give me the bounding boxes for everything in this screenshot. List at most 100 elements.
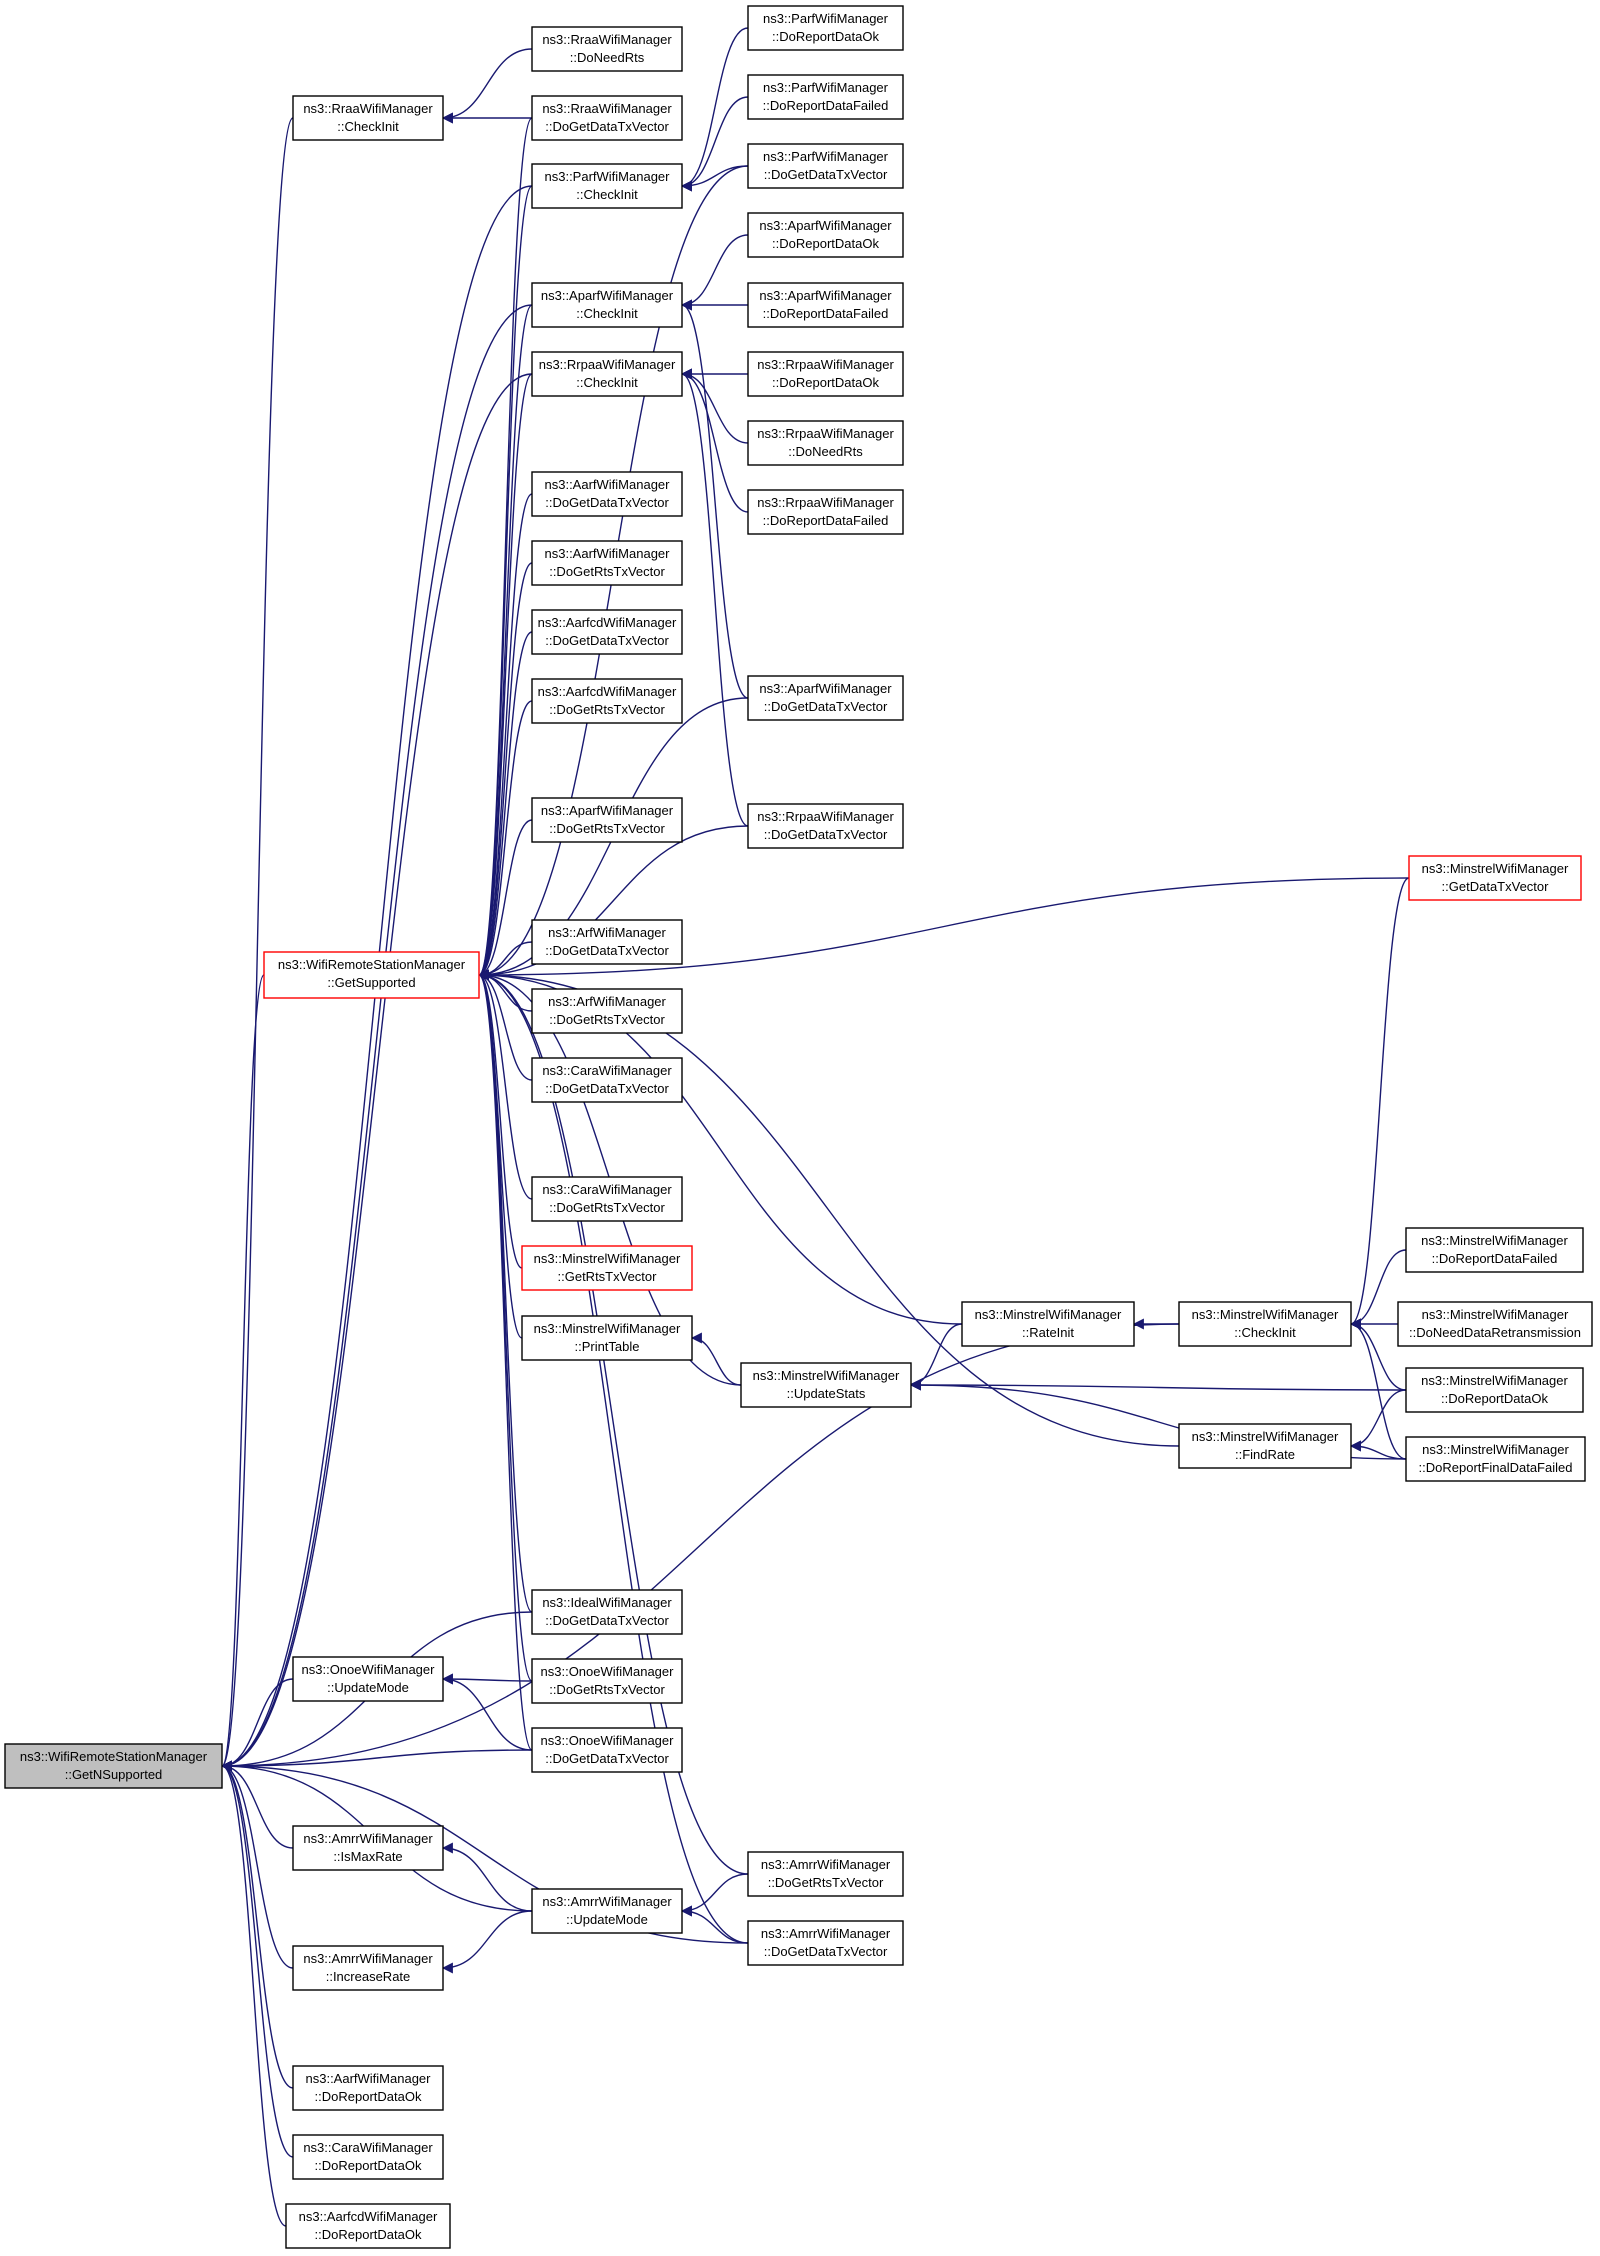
node-aarf-getrts[interactable]: ns3::AarfWifiManager::DoGetRtsTxVector xyxy=(531,540,683,586)
node-parf-getdata[interactable]: ns3::ParfWifiManager::DoGetDataTxVector xyxy=(747,143,904,189)
node-cara-ok[interactable]: ns3::CaraWifiManager::DoReportDataOk xyxy=(292,2134,444,2180)
node-aparf-getrts[interactable]: ns3::AparfWifiManager::DoGetRtsTxVector xyxy=(531,797,683,843)
node-label-1: ns3::AarfcdWifiManager xyxy=(538,684,677,699)
node-box xyxy=(292,1945,444,1991)
edge-amrr-getdata-to-amrr-update xyxy=(680,1905,749,1944)
node-label-2: ::DoNeedDataRetransmission xyxy=(1409,1325,1581,1340)
node-label-2: ::DoGetRtsTxVector xyxy=(549,702,665,717)
node-label-2: ::DoReportDataFailed xyxy=(763,98,889,113)
node-aarfcd-ok[interactable]: ns3::AarfcdWifiManager::DoReportDataOk xyxy=(285,2203,451,2249)
node-box xyxy=(292,1825,444,1871)
node-onoe-getrts[interactable]: ns3::OnoeWifiManager::DoGetRtsTxVector xyxy=(531,1658,683,1704)
node-box xyxy=(531,919,683,965)
nodes: ns3::WifiRemoteStationManager::GetNSuppo… xyxy=(4,5,1593,2249)
node-minstrel-rateinit[interactable]: ns3::MinstrelWifiManager::RateInit xyxy=(961,1301,1135,1347)
node-label-2: ::PrintTable xyxy=(574,1339,639,1354)
node-amrr-increase[interactable]: ns3::AmrrWifiManager::IncreaseRate xyxy=(292,1945,444,1991)
node-rraa-needrts[interactable]: ns3::RraaWifiManager::DoNeedRts xyxy=(531,26,683,72)
edge-minstrel-ok-to-minstrel-findrate xyxy=(1349,1389,1407,1452)
node-root[interactable]: ns3::WifiRemoteStationManager::GetNSuppo… xyxy=(4,1743,223,1789)
node-minstrel-failed[interactable]: ns3::MinstrelWifiManager::DoReportDataFa… xyxy=(1405,1227,1584,1273)
node-label-2: ::DoReportDataOk xyxy=(315,2158,422,2173)
node-label-2: ::DoReportDataOk xyxy=(315,2089,422,2104)
node-minstrel-getrts[interactable]: ns3::MinstrelWifiManager::GetRtsTxVector xyxy=(521,1245,693,1291)
node-label-2: ::GetRtsTxVector xyxy=(558,1269,658,1284)
node-minstrel-getdata[interactable]: ns3::MinstrelWifiManager::GetDataTxVecto… xyxy=(1408,855,1582,901)
node-rrpaa-failed[interactable]: ns3::RrpaaWifiManager::DoReportDataFaile… xyxy=(747,489,904,535)
node-label-1: ns3::CaraWifiManager xyxy=(542,1182,672,1197)
node-parf-check[interactable]: ns3::ParfWifiManager::CheckInit xyxy=(531,163,683,209)
edge-aparf-check-to-root xyxy=(220,304,533,1772)
node-label-2: ::DoNeedRts xyxy=(788,444,863,459)
node-label-1: ns3::AarfWifiManager xyxy=(545,477,671,492)
node-box xyxy=(521,1315,693,1361)
node-rrpaa-check[interactable]: ns3::RrpaaWifiManager::CheckInit xyxy=(531,351,683,397)
edge-rraa-check-to-root xyxy=(220,117,294,1772)
node-label-2: ::DoReportDataOk xyxy=(772,29,879,44)
node-box xyxy=(531,678,683,724)
node-label-2: ::DoGetDataTxVector xyxy=(545,1081,669,1096)
node-minstrel-ok[interactable]: ns3::MinstrelWifiManager::DoReportDataOk xyxy=(1405,1367,1584,1413)
node-label-1: ns3::ParfWifiManager xyxy=(763,149,889,164)
node-label-2: ::DoReportDataOk xyxy=(315,2227,422,2242)
node-rrpaa-needrts[interactable]: ns3::RrpaaWifiManager::DoNeedRts xyxy=(747,420,904,466)
node-box xyxy=(531,988,683,1034)
node-box xyxy=(292,1656,444,1702)
node-rraa-getdata[interactable]: ns3::RraaWifiManager::DoGetDataTxVector xyxy=(531,95,683,141)
node-onoe-update[interactable]: ns3::OnoeWifiManager::UpdateMode xyxy=(292,1656,444,1702)
node-rrpaa-ok[interactable]: ns3::RrpaaWifiManager::DoReportDataOk xyxy=(747,351,904,397)
node-amrr-getdata[interactable]: ns3::AmrrWifiManager::DoGetDataTxVector xyxy=(747,1920,904,1966)
node-label-2: ::GetDataTxVector xyxy=(1442,879,1550,894)
node-aparf-getdata[interactable]: ns3::AparfWifiManager::DoGetDataTxVector xyxy=(747,675,904,721)
edge-onoe-getdata-to-onoe-update xyxy=(441,1673,533,1751)
node-minstrel-check[interactable]: ns3::MinstrelWifiManager::CheckInit xyxy=(1178,1301,1352,1347)
node-box xyxy=(531,26,683,72)
node-getsupported[interactable]: ns3::WifiRemoteStationManager::GetSuppor… xyxy=(263,951,480,999)
node-aparf-check[interactable]: ns3::AparfWifiManager::CheckInit xyxy=(531,282,683,328)
node-aarfcd-getrts[interactable]: ns3::AarfcdWifiManager::DoGetRtsTxVector xyxy=(531,678,683,724)
node-box xyxy=(1405,1367,1584,1413)
node-box xyxy=(531,609,683,655)
node-minstrel-finalfailed[interactable]: ns3::MinstrelWifiManager::DoReportFinalD… xyxy=(1405,1436,1586,1482)
node-arf-getrts[interactable]: ns3::ArfWifiManager::DoGetRtsTxVector xyxy=(531,988,683,1034)
node-label-2: ::RateInit xyxy=(1022,1325,1074,1340)
node-box xyxy=(263,951,480,999)
node-amrr-getrts[interactable]: ns3::AmrrWifiManager::DoGetRtsTxVector xyxy=(747,1851,904,1897)
node-box xyxy=(747,282,904,328)
node-aarfcd-getdata[interactable]: ns3::AarfcdWifiManager::DoGetDataTxVecto… xyxy=(531,609,683,655)
node-minstrel-printtable[interactable]: ns3::MinstrelWifiManager::PrintTable xyxy=(521,1315,693,1361)
node-onoe-getdata[interactable]: ns3::OnoeWifiManager::DoGetDataTxVector xyxy=(531,1727,683,1773)
edge-minstrel-getrts-to-getsupported xyxy=(477,969,523,1269)
node-label-1: ns3::AarfWifiManager xyxy=(306,2071,432,2086)
node-arf-getdata[interactable]: ns3::ArfWifiManager::DoGetDataTxVector xyxy=(531,919,683,965)
edge-aarf-getdata-to-getsupported xyxy=(477,493,533,981)
node-box xyxy=(747,1920,904,1966)
node-amrr-update[interactable]: ns3::AmrrWifiManager::UpdateMode xyxy=(531,1888,683,1934)
edge-amrr-getrts-to-amrr-update xyxy=(680,1873,749,1917)
node-cara-getdata[interactable]: ns3::CaraWifiManager::DoGetDataTxVector xyxy=(531,1057,683,1103)
node-box xyxy=(4,1743,223,1789)
node-parf-ok[interactable]: ns3::ParfWifiManager::DoReportDataOk xyxy=(747,5,904,51)
node-rrpaa-getdata[interactable]: ns3::RrpaaWifiManager::DoGetDataTxVector xyxy=(747,803,904,849)
node-label-1: ns3::OnoeWifiManager xyxy=(541,1664,675,1679)
node-aarf-getdata[interactable]: ns3::AarfWifiManager::DoGetDataTxVector xyxy=(531,471,683,517)
node-minstrel-needretrans[interactable]: ns3::MinstrelWifiManager::DoNeedDataRetr… xyxy=(1397,1301,1593,1347)
edge-rrpaa-getdata-to-getsupported xyxy=(477,825,749,981)
node-aparf-ok[interactable]: ns3::AparfWifiManager::DoReportDataOk xyxy=(747,212,904,258)
node-minstrel-findrate[interactable]: ns3::MinstrelWifiManager::FindRate xyxy=(1178,1423,1352,1469)
node-box xyxy=(292,2065,444,2111)
node-box xyxy=(740,1362,912,1408)
node-aparf-failed[interactable]: ns3::AparfWifiManager::DoReportDataFaile… xyxy=(747,282,904,328)
node-box xyxy=(531,1057,683,1103)
node-parf-failed[interactable]: ns3::ParfWifiManager::DoReportDataFailed xyxy=(747,74,904,120)
node-amrr-ismax[interactable]: ns3::AmrrWifiManager::IsMaxRate xyxy=(292,1825,444,1871)
node-label-1: ns3::RrpaaWifiManager xyxy=(757,495,894,510)
node-box xyxy=(1178,1301,1352,1347)
node-aarf-ok[interactable]: ns3::AarfWifiManager::DoReportDataOk xyxy=(292,2065,444,2111)
node-ideal-getdata[interactable]: ns3::IdealWifiManager::DoGetDataTxVector xyxy=(531,1589,683,1635)
edge-minstrel-getdata-to-getsupported xyxy=(477,877,1410,981)
node-minstrel-updatestats[interactable]: ns3::MinstrelWifiManager::UpdateStats xyxy=(740,1362,912,1408)
node-rraa-check[interactable]: ns3::RraaWifiManager::CheckInit xyxy=(292,95,444,141)
node-cara-getrts[interactable]: ns3::CaraWifiManager::DoGetRtsTxVector xyxy=(531,1176,683,1222)
edge-aparf-ok-to-aparf-check xyxy=(680,234,749,311)
